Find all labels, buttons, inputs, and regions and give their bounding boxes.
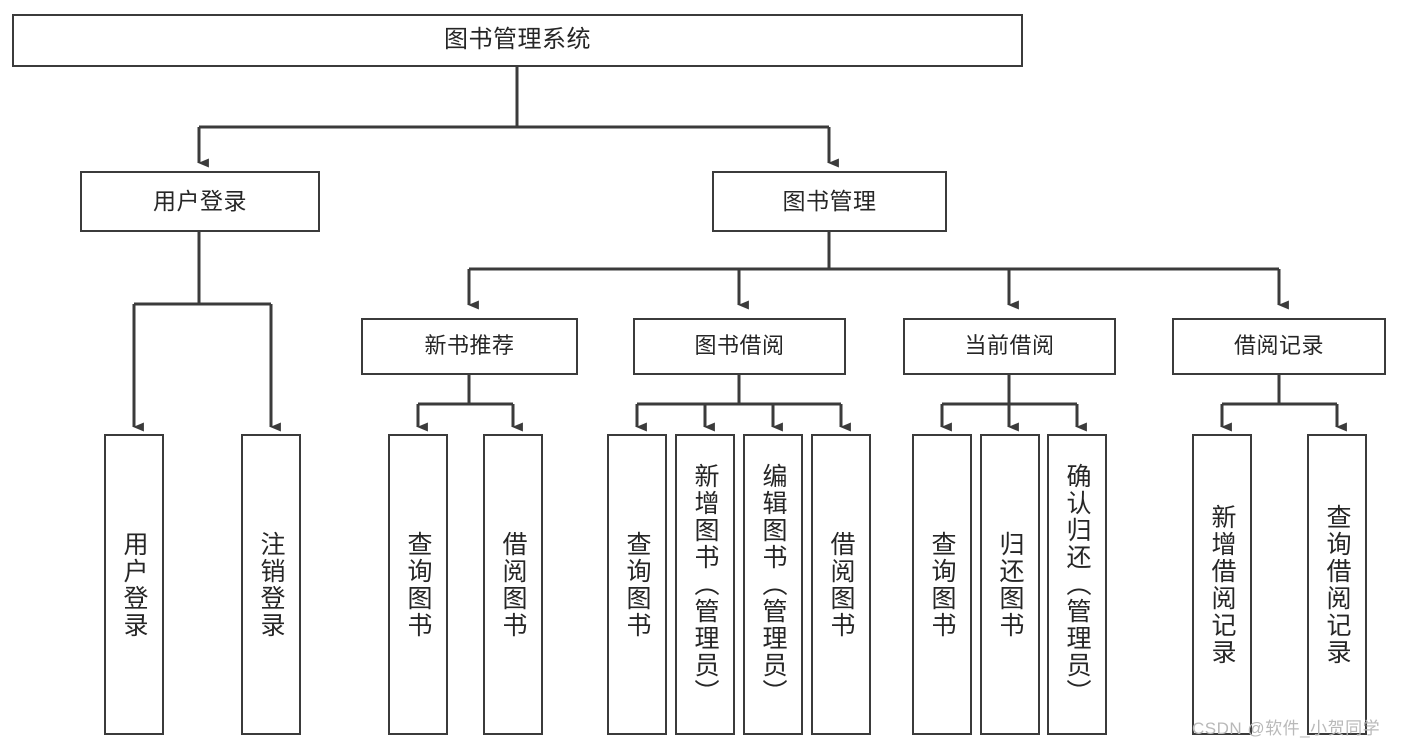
node-label: 新书推荐 [424,333,515,359]
leaf-current-borrow-confirm-return[interactable]: 确认归还（管理员） [1047,434,1107,735]
node-label: 借阅图书 [827,530,855,639]
node-label: 确认归还（管理员） [1063,463,1091,706]
node-label: 查询图书 [404,530,432,639]
node-label: 新增图书（管理员） [691,463,719,706]
node-label: 当前借阅 [964,333,1055,359]
node-label: 新增借阅记录 [1208,503,1236,666]
leaf-user-login-logout[interactable]: 注销登录 [241,434,301,735]
leaf-borrow-record-add[interactable]: 新增借阅记录 [1192,434,1252,735]
node-borrow-record[interactable]: 借阅记录 [1172,318,1386,375]
node-label: 查询图书 [623,530,651,639]
leaf-borrow-record-query[interactable]: 查询借阅记录 [1307,434,1367,735]
node-current-borrow[interactable]: 当前借阅 [903,318,1116,375]
node-label: 查询图书 [928,530,956,639]
node-label: 图书借阅 [694,333,785,359]
node-root-system[interactable]: 图书管理系统 [12,14,1023,67]
node-label: 图书管理 [782,187,877,214]
node-label: 归还图书 [996,530,1024,639]
node-book-borrow[interactable]: 图书借阅 [633,318,846,375]
leaf-book-borrow-query[interactable]: 查询图书 [607,434,667,735]
node-label: 借阅图书 [499,530,527,639]
node-label: 借阅记录 [1233,333,1324,359]
node-label: 查询借阅记录 [1323,503,1351,666]
node-label: 编辑图书（管理员） [759,463,787,706]
node-label: 用户登录 [120,530,148,639]
leaf-new-book-query[interactable]: 查询图书 [388,434,448,735]
leaf-book-borrow-edit[interactable]: 编辑图书（管理员） [743,434,803,735]
leaf-current-borrow-query[interactable]: 查询图书 [912,434,972,735]
leaf-book-borrow-borrow[interactable]: 借阅图书 [811,434,871,735]
node-label: 注销登录 [257,530,285,639]
node-label: 用户登录 [153,187,247,214]
leaf-new-book-borrow[interactable]: 借阅图书 [483,434,543,735]
leaf-user-login-login[interactable]: 用户登录 [104,434,164,735]
leaf-book-borrow-add[interactable]: 新增图书（管理员） [675,434,735,735]
node-new-book-recommend[interactable]: 新书推荐 [361,318,578,375]
node-label: 图书管理系统 [444,26,591,54]
node-book-management[interactable]: 图书管理 [712,171,947,232]
leaf-current-borrow-return[interactable]: 归还图书 [980,434,1040,735]
csdn-watermark: CSDN @软件_小贺同学 [1192,719,1381,738]
node-user-login[interactable]: 用户登录 [80,171,320,232]
